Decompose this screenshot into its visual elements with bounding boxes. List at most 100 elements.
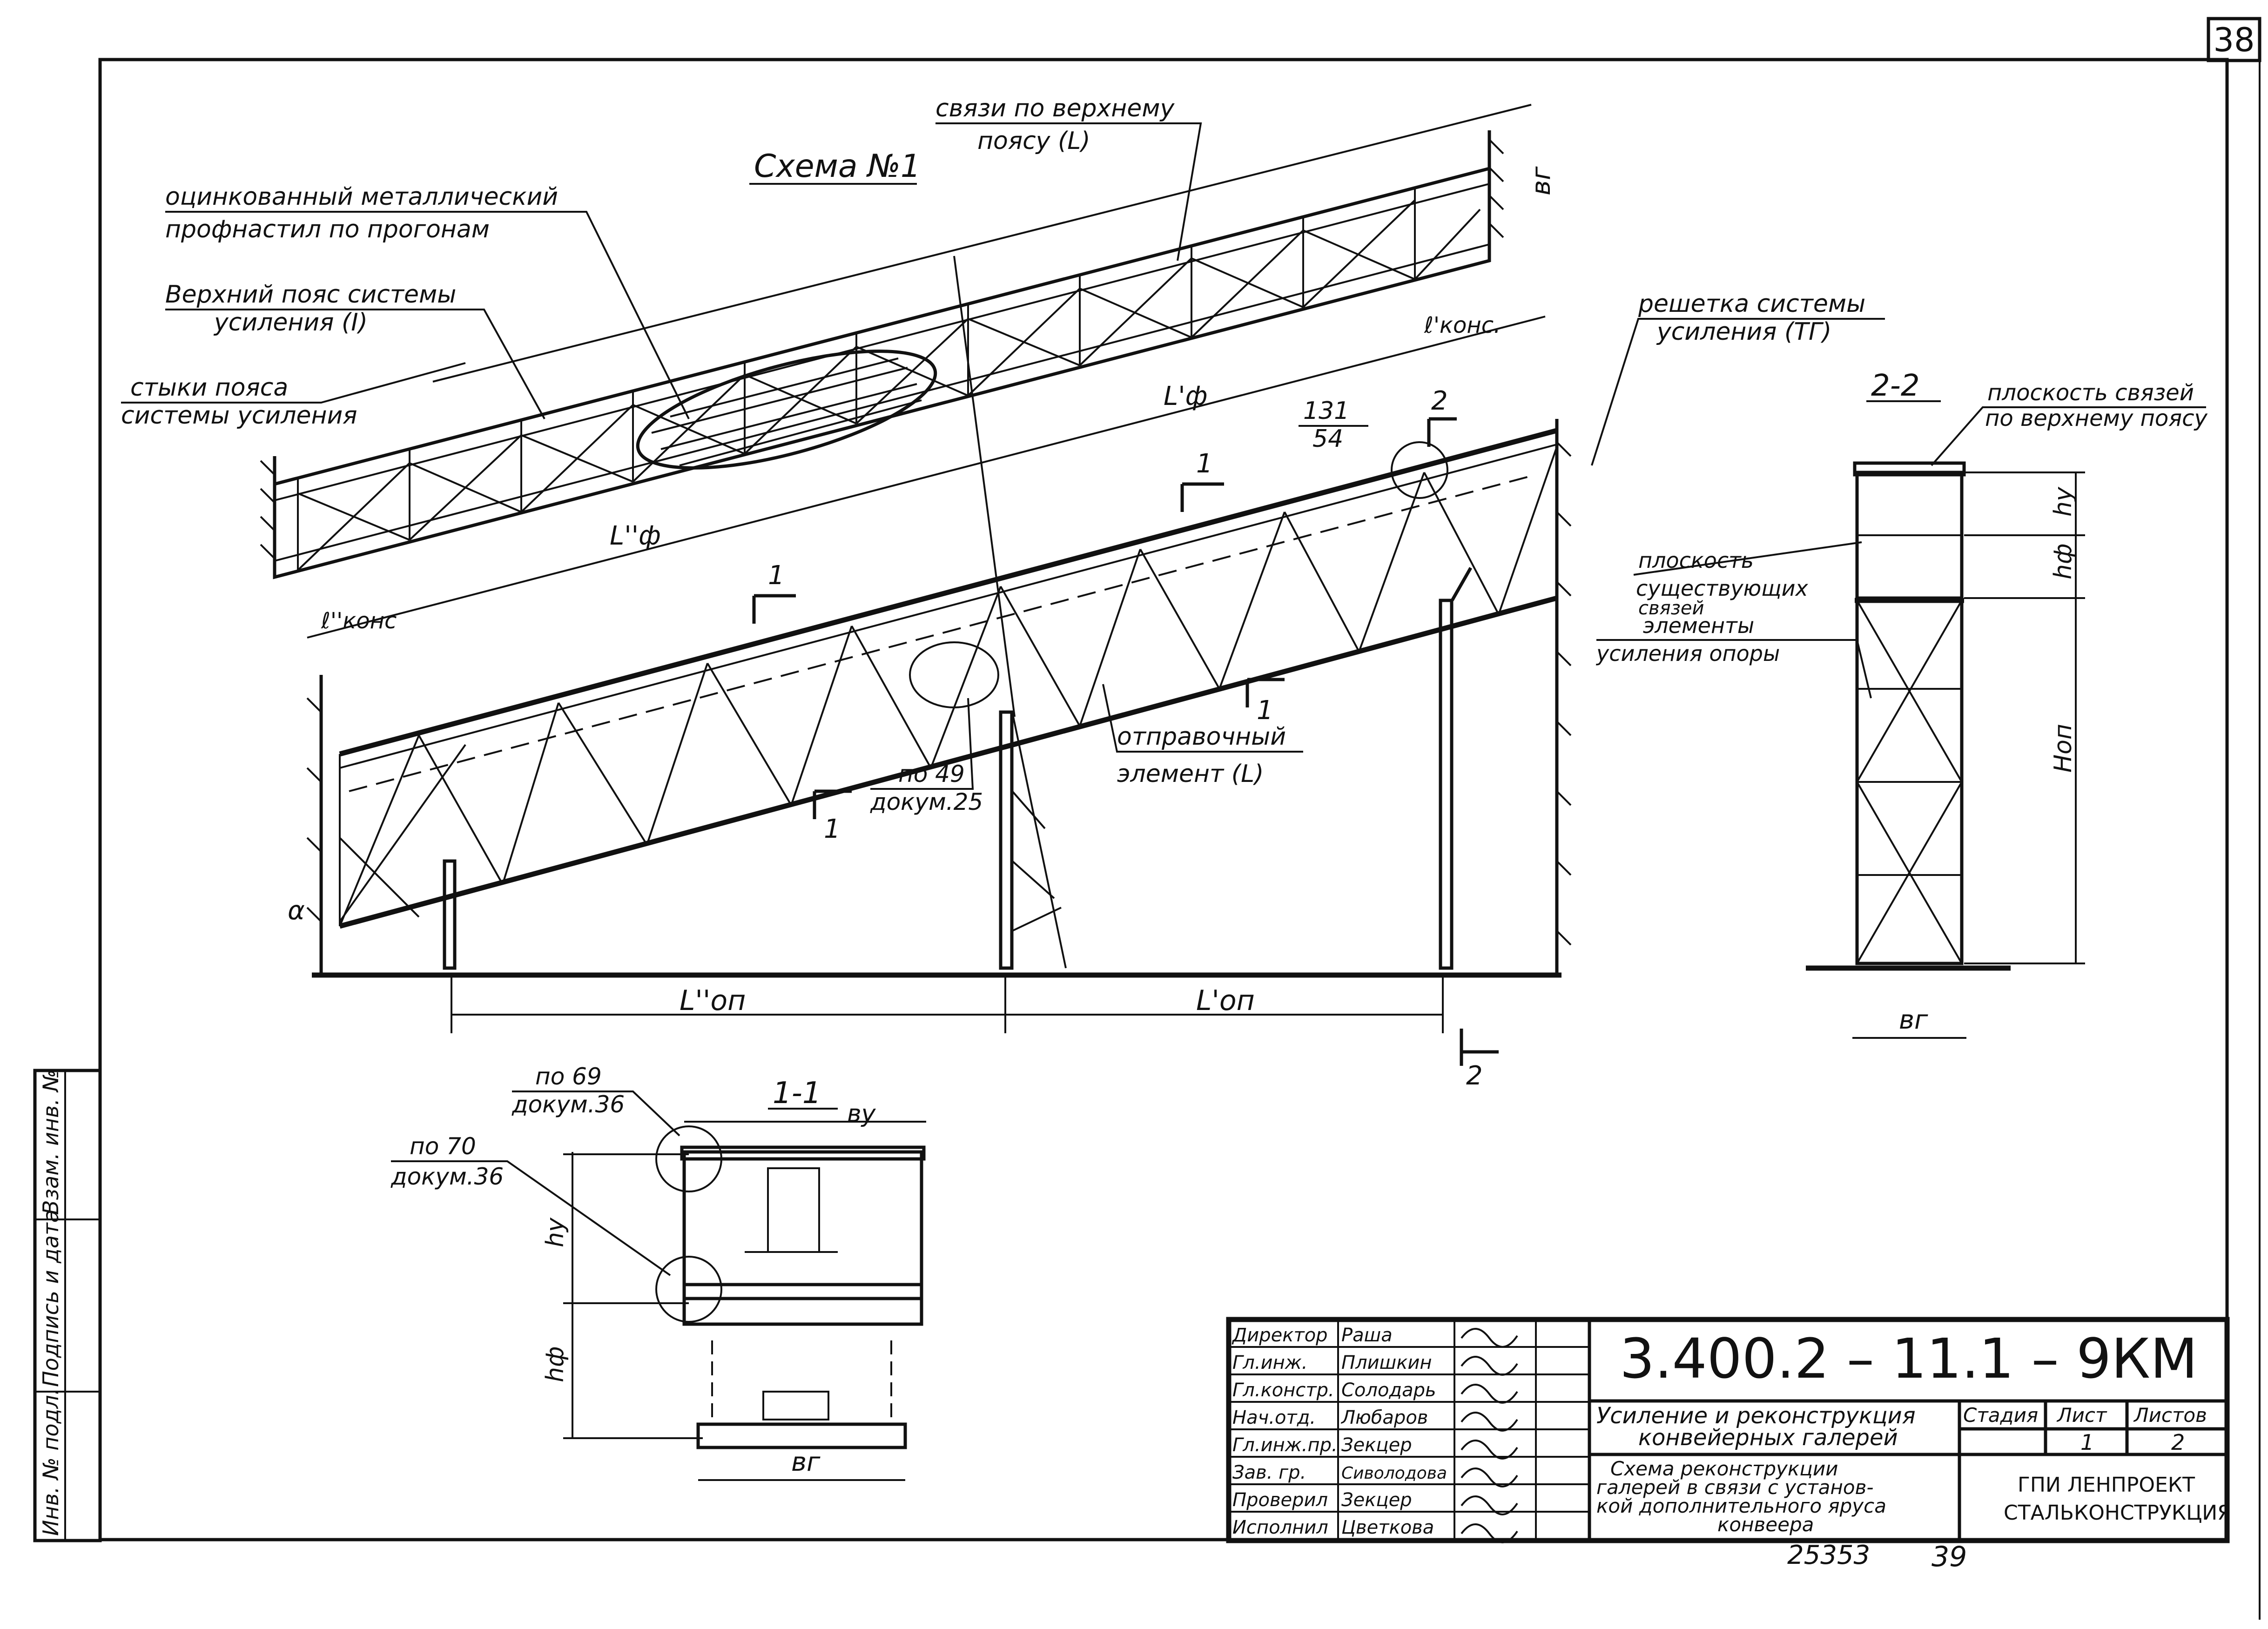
title-block xyxy=(1226,1317,2230,1543)
callout-shipping-line1: отправочный xyxy=(1117,723,1286,751)
section11-dims xyxy=(563,1121,926,1481)
dim-alpha: α xyxy=(288,895,305,926)
dim-l-kons1: ℓ'конс. xyxy=(1424,312,1501,338)
callout-roof-line2: профнастил по прогонам xyxy=(165,215,490,243)
section-marker-1c: 1 xyxy=(1245,678,1285,726)
value-sheet: 1 xyxy=(2080,1430,2094,1455)
sheet-frame xyxy=(98,17,2261,1620)
name-project-engineer: Зекцер xyxy=(1341,1434,1412,1456)
section11-dim-by: ву xyxy=(847,1100,876,1128)
role-group-head: Зав. гр. xyxy=(1232,1462,1306,1483)
section-marker-1c-label: 1 xyxy=(1257,695,1273,726)
callout-roof: оцинкованный металлический профнастил по… xyxy=(165,183,690,419)
section-marker-2b: 2 xyxy=(1460,1029,1499,1091)
sheet-title-line3: кой дополнительного яруса xyxy=(1596,1494,1886,1517)
joint-line xyxy=(953,256,1016,717)
role-author: Исполнил xyxy=(1232,1517,1328,1538)
section-marker-2b-label: 2 xyxy=(1466,1061,1483,1091)
callout-top-chord: Верхний пояс системы усиления (I) xyxy=(165,281,545,419)
section11-body xyxy=(655,1125,926,1449)
callout-roof-line1: оцинкованный металлический xyxy=(165,183,558,211)
dim-l-kons2: ℓ''конс xyxy=(321,608,397,634)
org-line1: ГПИ ЛЕНПРОЕКТ xyxy=(2018,1473,2195,1497)
scheme-title: Схема №1 xyxy=(754,148,921,185)
callout-plane-bracing-line2: по верхнему поясу xyxy=(1985,405,2208,431)
dim-b-g-scheme: вг xyxy=(1526,166,1556,195)
name-chief-engineer: Плишкин xyxy=(1341,1352,1432,1373)
section-marker-1b-label: 1 xyxy=(768,560,785,591)
project-title-line1: Усиление и реконструкция xyxy=(1596,1403,1916,1429)
callout-ref-131: 131 54 xyxy=(1299,397,1448,499)
name-dept-head: Любаров xyxy=(1340,1407,1428,1428)
signatures xyxy=(1460,1328,1518,1543)
role-checker: Проверил xyxy=(1232,1489,1328,1511)
side-stamp-replace: Взам. инв. № xyxy=(38,1070,63,1215)
name-checker: Зекцер xyxy=(1341,1489,1412,1511)
callout-support-elements: элементы усиления опоры xyxy=(1595,613,1872,699)
section-marker-1b: 1 xyxy=(752,560,796,624)
header-sheet: Лист xyxy=(2056,1404,2107,1427)
callout-ref-131-top: 131 xyxy=(1303,397,1349,425)
callout-ref-49-top: по 49 xyxy=(898,761,965,788)
callout-ref-70-bottom: докум.36 xyxy=(390,1163,504,1190)
columns xyxy=(312,567,1561,978)
section22-dim-hf: hф xyxy=(2049,544,2077,579)
callout-ref-69-bottom: докум.36 xyxy=(511,1091,625,1118)
callout-ref-69-top: по 69 xyxy=(535,1063,602,1090)
name-chief-designer: Солодарь xyxy=(1341,1380,1436,1401)
footer-page: 39 xyxy=(1932,1541,1967,1573)
role-chief-engineer: Гл.инж. xyxy=(1232,1352,1307,1373)
section11-title: 1-1 xyxy=(773,1076,821,1111)
side-stamp-sign: Подпись и дата xyxy=(38,1210,63,1387)
header-sheets: Листов xyxy=(2133,1404,2207,1427)
side-stamp xyxy=(33,1069,102,1542)
wall-hatch xyxy=(260,130,1572,977)
section-marker-2a: 2 xyxy=(1427,386,1457,447)
callout-chord-joints: стыки пояса системы усиления xyxy=(121,362,466,430)
span-dimension xyxy=(451,975,1444,1033)
callout-ref-49-bottom: докум.25 xyxy=(870,788,983,815)
callout-shipping: отправочный элемент (L) xyxy=(1102,684,1303,788)
value-sheets: 2 xyxy=(2171,1430,2185,1455)
section11-dim-hy: hу xyxy=(541,1217,569,1247)
callout-bracing-line1: связи по верхнему xyxy=(935,94,1175,122)
sheet-title-line4: конвеера xyxy=(1717,1513,1814,1536)
side-stamp-inv: Инв. № подл. xyxy=(38,1388,63,1536)
section22-title: 2-2 xyxy=(1871,369,1920,403)
name-group-head: Сиволодова xyxy=(1341,1464,1447,1483)
project-title-line2: конвейерных галерей xyxy=(1638,1425,1898,1451)
callout-lattice-line2: усиления (ТГ) xyxy=(1656,318,1831,346)
title-code: 3.400.2 – 11.1 – 9КМ xyxy=(1620,1326,2198,1391)
roof-sheeting-hatch xyxy=(636,350,937,470)
sheet-title-line2: галерей в связи с установ- xyxy=(1596,1476,1874,1499)
section-marker-1d-label: 1 xyxy=(824,814,841,844)
sheet-number: 38 xyxy=(2213,21,2255,59)
callout-plane-existing: плоскость существующих связей xyxy=(1633,541,1862,619)
callout-lattice: решетка системы усиления (ТГ) xyxy=(1591,290,1885,466)
dim-l-f1: L'ф xyxy=(1164,381,1207,411)
dim-line-upper xyxy=(432,104,1532,383)
header-stage: Стадия xyxy=(1963,1404,2038,1427)
callout-chord-joints-line1: стыки пояса xyxy=(130,374,288,402)
gallery-truss xyxy=(339,428,1558,929)
dim-l-op1: L'оп xyxy=(1196,984,1255,1017)
callout-top-chord-line2: усиления (I) xyxy=(213,309,368,337)
callout-ref-70: по 70 докум.36 xyxy=(390,1133,671,1276)
callout-top-chord-line1: Верхний пояс системы xyxy=(165,281,456,309)
role-director: Директор xyxy=(1232,1325,1328,1346)
section22-dim-bg: вг xyxy=(1899,1005,1928,1035)
callout-plane-existing-line2: существующих xyxy=(1636,576,1809,601)
callout-bracing: связи по верхнему поясу (L) xyxy=(935,94,1202,261)
name-author: Цветкова xyxy=(1341,1517,1434,1538)
footer-inv: 25353 xyxy=(1787,1540,1870,1570)
callout-shipping-line2: элемент (L) xyxy=(1117,760,1264,788)
org-line2: СТАЛЬКОНСТРУКЦИЯ xyxy=(2004,1501,2232,1525)
section22-dim-hy: hу xyxy=(2049,486,2077,517)
section-marker-1a: 1 xyxy=(1180,449,1224,512)
callout-support-elements-line2: усиления опоры xyxy=(1595,641,1780,666)
callout-ref-69: по 69 докум.36 xyxy=(511,1063,680,1137)
section22-dims xyxy=(1852,471,2085,1039)
callout-support-elements-line1: элементы xyxy=(1643,613,1754,638)
section-marker-1d: 1 xyxy=(813,789,852,844)
